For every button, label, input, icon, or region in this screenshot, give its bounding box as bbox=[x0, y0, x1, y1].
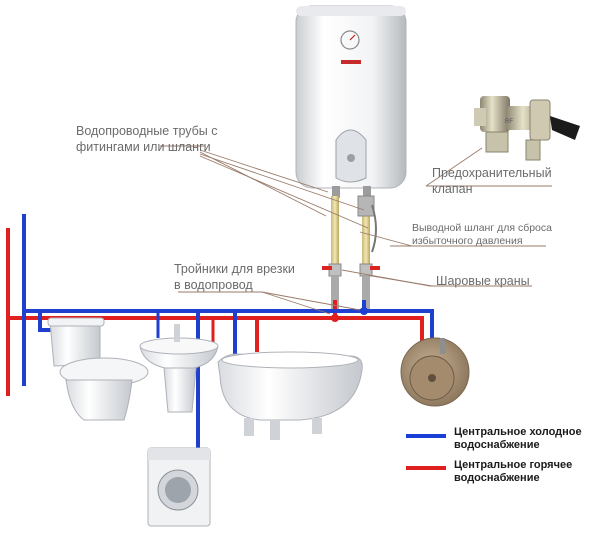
ball-valve-handle-cold bbox=[370, 266, 380, 270]
water-heater-icon bbox=[295, 5, 407, 198]
legend-hot-line2: водоснабжение bbox=[454, 472, 540, 485]
label-outlet-hose-line2: избыточного давления bbox=[412, 235, 523, 248]
legend-cold-label: Центральное холодное водоснабжение bbox=[454, 426, 582, 452]
legend-cold-line2: водоснабжение bbox=[454, 439, 540, 452]
washing-machine-icon bbox=[147, 447, 211, 527]
legend-hot-label: Центральное горячее водоснабжение bbox=[454, 459, 572, 485]
ball-valve-handle-hot bbox=[322, 266, 332, 270]
label-pipes-line1: Водопроводные трубы с bbox=[76, 124, 218, 138]
label-outlet-hose: Выводной шланг для сброса избыточного да… bbox=[412, 222, 552, 248]
label-tees-line1: Тройники для врезки bbox=[174, 262, 295, 276]
label-tees-line2: в водопровод bbox=[174, 277, 253, 292]
bathtub-icon bbox=[217, 351, 363, 440]
leader-lines bbox=[160, 145, 552, 315]
label-tees: Тройники для врезки в водопровод bbox=[174, 262, 295, 293]
safety-valve-icon: RF bbox=[474, 96, 580, 161]
label-ball-valves: Шаровые краны bbox=[436, 274, 530, 290]
label-safety-valve-line2: клапан bbox=[432, 181, 473, 196]
washbasin-icon bbox=[139, 324, 219, 413]
label-ball-valves-text: Шаровые краны bbox=[436, 274, 530, 288]
toilet-icon bbox=[47, 317, 149, 421]
tee-fitting-hot bbox=[331, 314, 339, 322]
svg-text:RF: RF bbox=[505, 119, 513, 125]
label-outlet-hose-line1: Выводной шланг для сброса bbox=[412, 222, 552, 234]
heater-connection-pipes bbox=[322, 195, 380, 310]
legend-hot-line1: Центральное горячее bbox=[454, 459, 573, 471]
label-safety-valve: Предохранительный клапан bbox=[432, 166, 552, 197]
label-safety-valve-line1: Предохранительный bbox=[432, 166, 552, 180]
tee-fitting-cold bbox=[360, 307, 368, 315]
label-pipes: Водопроводные трубы с фитингами или шлан… bbox=[76, 124, 226, 155]
label-pipes-line2: фитингами или шланги bbox=[76, 139, 211, 154]
kitchen-sink-icon bbox=[400, 337, 470, 407]
legend-cold-line1: Центральное холодное bbox=[454, 426, 582, 438]
